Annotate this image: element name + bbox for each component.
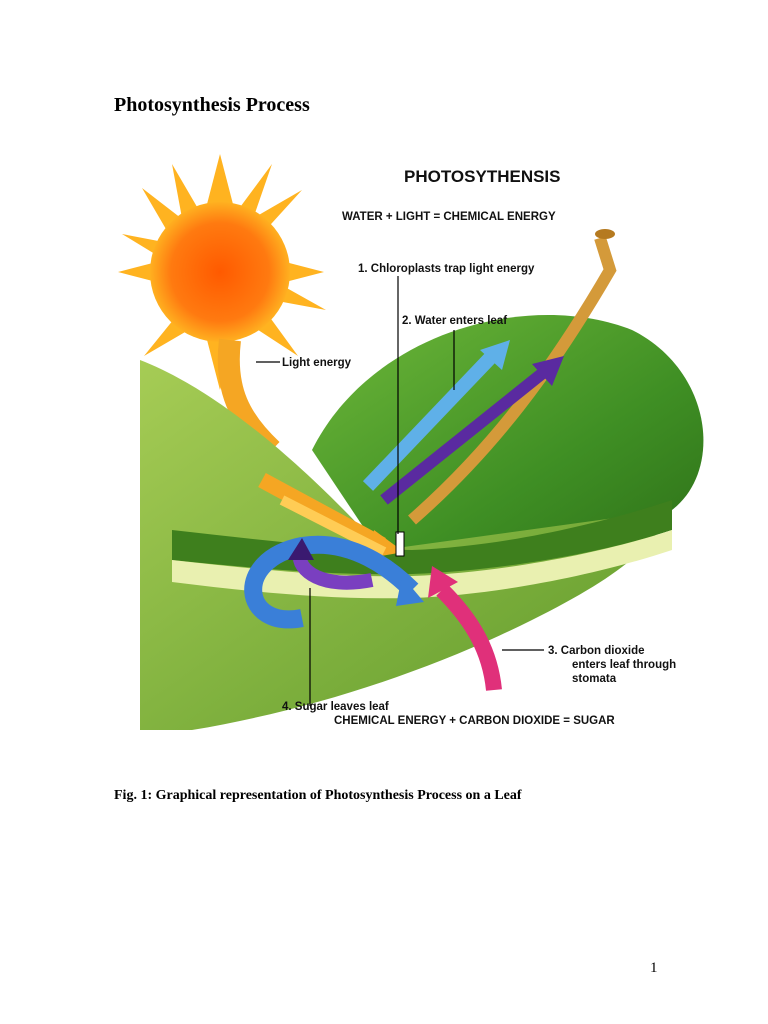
mesophyll-layer xyxy=(172,530,672,599)
label-chloroplasts: 1. Chloroplasts trap light energy xyxy=(358,263,535,275)
carbon-dioxide-arrow xyxy=(436,584,502,691)
leaf-cross-section xyxy=(140,360,672,730)
diagram-heading: PHOTOSYTHENSIS xyxy=(404,167,561,186)
leaf-stem xyxy=(408,236,617,525)
label-carbon-dioxide-3: stomata xyxy=(572,673,617,685)
cycle-arrow xyxy=(244,535,419,629)
label-sugar: 4. Sugar leaves leaf xyxy=(282,701,389,713)
chloroplast-marker xyxy=(395,531,405,557)
photosynthesis-illustration: PHOTOSYTHENSIS WATER + LIGHT = CHEMICAL … xyxy=(112,150,726,740)
sugar-up-arrow xyxy=(380,367,548,505)
equation-top: WATER + LIGHT = CHEMICAL ENERGY xyxy=(342,211,556,223)
equation-bottom: CHEMICAL ENERGY + CARBON DIOXIDE = SUGAR xyxy=(334,715,615,727)
sun-icon xyxy=(118,154,326,390)
figure-caption: Fig. 1: Graphical representation of Phot… xyxy=(114,788,522,803)
page-title: Photosynthesis Process xyxy=(114,94,310,116)
label-carbon-dioxide-1: 3. Carbon dioxide xyxy=(548,645,645,657)
label-carbon-dioxide-2: enters leaf through xyxy=(572,659,676,671)
label-light-energy: Light energy xyxy=(282,357,352,369)
water-arrow xyxy=(362,351,498,491)
label-water: 2. Water enters leaf xyxy=(402,315,507,327)
page-number: 1 xyxy=(650,960,658,976)
leaf-diagram: PHOTOSYTHENSIS WATER + LIGHT = CHEMICAL … xyxy=(118,154,704,730)
upper-leaf xyxy=(312,315,704,570)
